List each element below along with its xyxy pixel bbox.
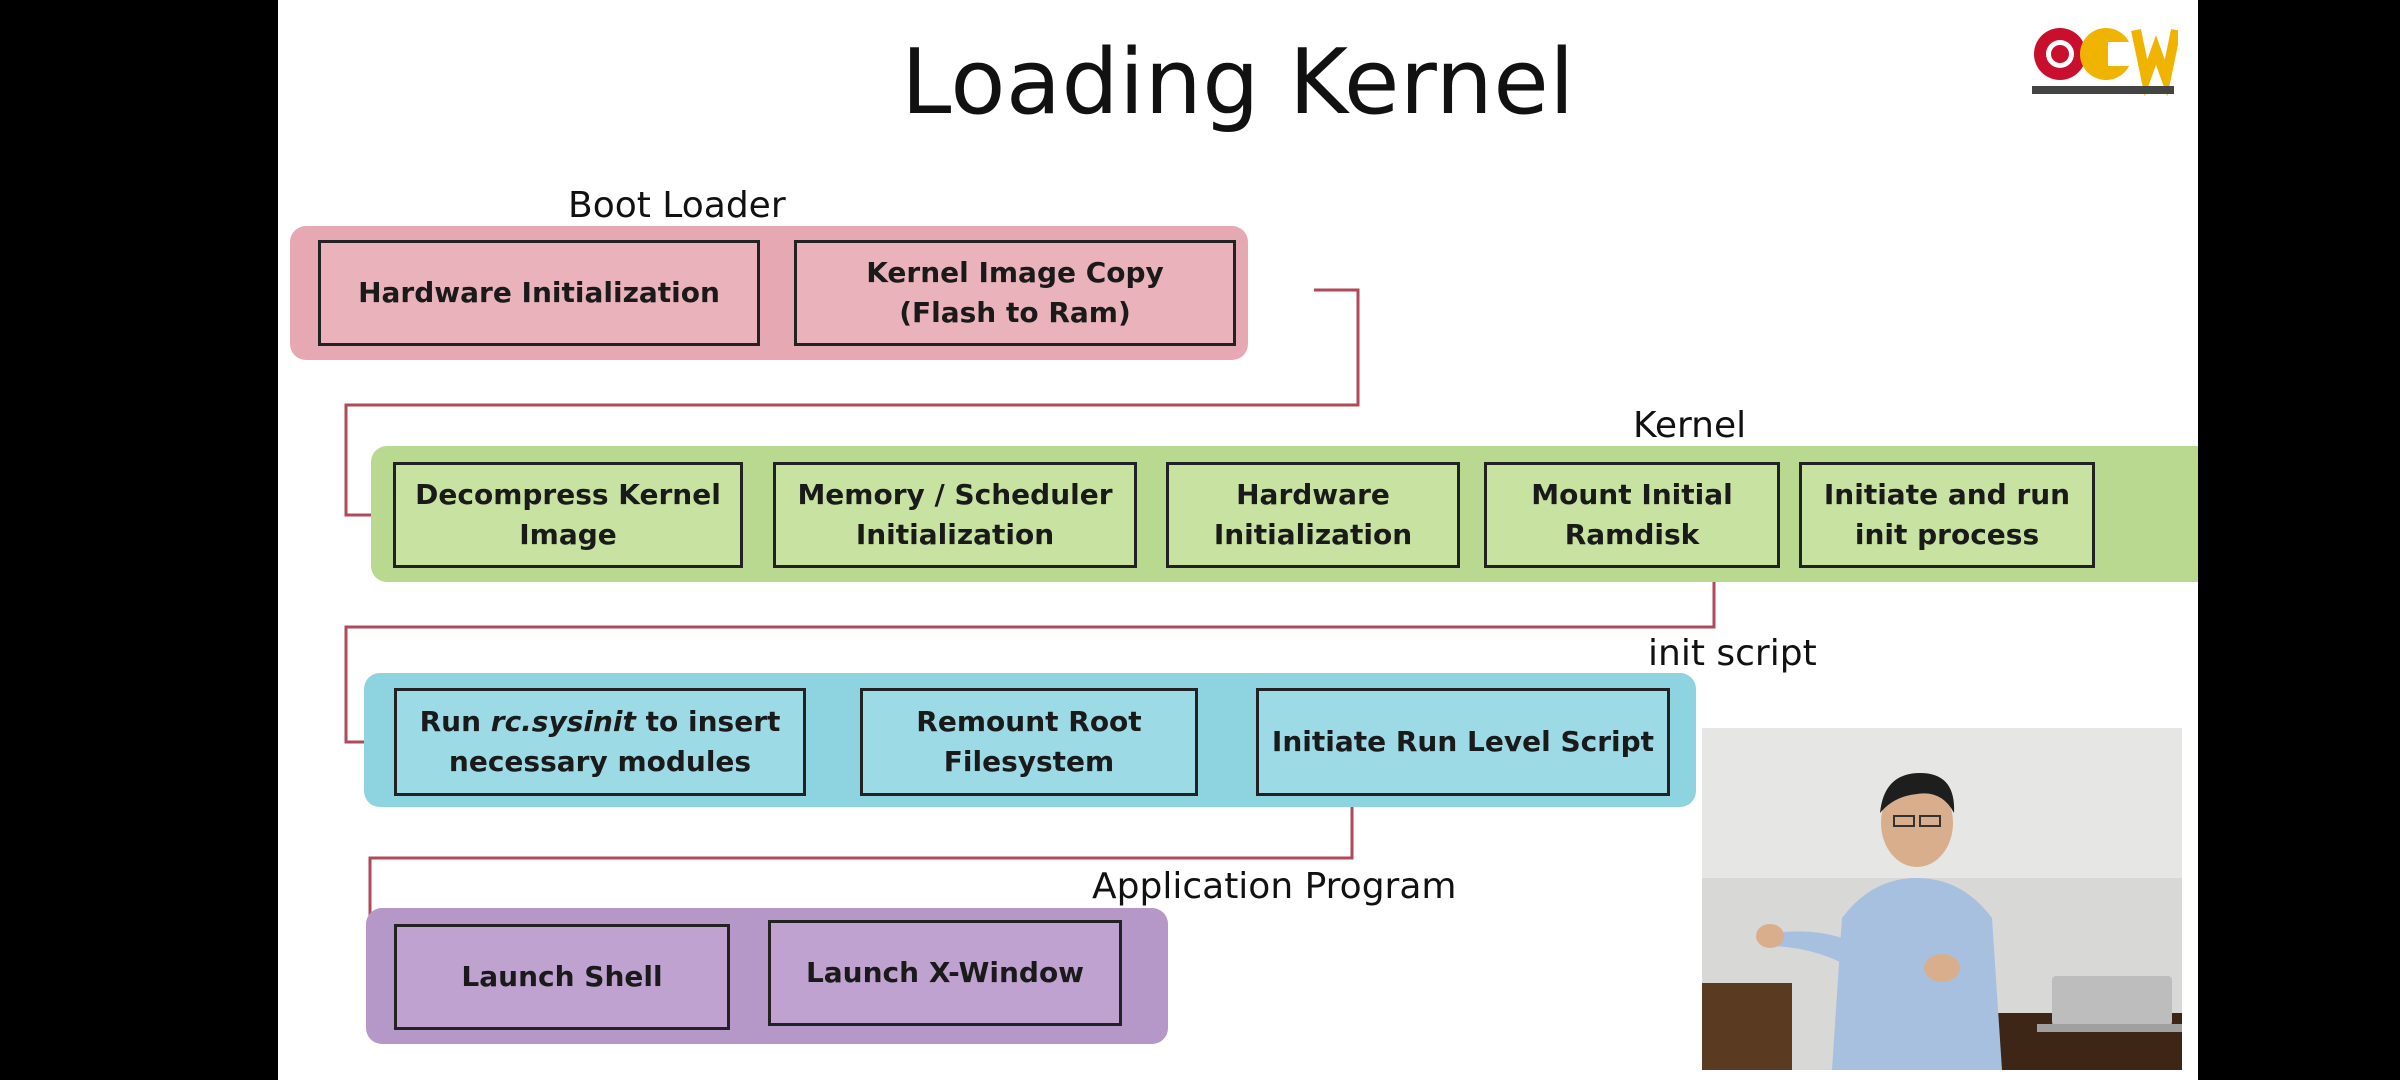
box-text-line: Mount Initial: [1531, 478, 1733, 511]
box-hardware-initialization: Hardware Initialization: [318, 240, 760, 346]
ocw-logo: [2032, 28, 2178, 97]
text-rc-sysinit: rc.sysinit: [490, 705, 636, 738]
box-text-line: Hardware Initialization: [358, 276, 720, 309]
box-initiate-run-init-process: Initiate and run init process: [1799, 462, 2095, 568]
group-label-application-program: Application Program: [1092, 866, 1457, 907]
box-text-line: Ramdisk: [1564, 518, 1700, 551]
box-run-rc-sysinit: Run rc.sysinit to insert necessary modul…: [394, 688, 806, 796]
box-memory-scheduler-initialization: Memory / Scheduler Initialization: [773, 462, 1137, 568]
box-text-line: Filesystem: [943, 745, 1115, 778]
group-label-kernel: Kernel: [1633, 405, 1747, 446]
box-mount-initial-ramdisk: Mount Initial Ramdisk: [1484, 462, 1780, 568]
box-initiate-run-level-script: Initiate Run Level Script: [1256, 688, 1670, 796]
box-text-line: necessary modules: [448, 745, 752, 778]
box-launch-shell: Launch Shell: [394, 924, 730, 1030]
box-text-line: Image: [519, 518, 617, 551]
box-text-line: (Flash to Ram): [899, 296, 1131, 329]
box-text-line: Memory / Scheduler: [797, 478, 1113, 511]
box-launch-x-window: Launch X-Window: [768, 920, 1122, 1026]
text-to-insert: to insert: [635, 705, 781, 738]
box-text-line: init process: [1854, 518, 2040, 551]
text-run: Run: [419, 705, 491, 738]
box-text-line: Hardware: [1236, 478, 1390, 511]
box-text-line: Initiate Run Level Script: [1271, 725, 1655, 758]
box-text-line: Initialization: [1213, 518, 1413, 551]
box-text-line: Initialization: [855, 518, 1055, 551]
box-kernel-image-copy: Kernel Image Copy (Flash to Ram): [794, 240, 1236, 346]
box-text-line: Launch Shell: [461, 960, 663, 993]
box-remount-root-filesystem: Remount Root Filesystem: [860, 688, 1198, 796]
box-decompress-kernel-image: Decompress Kernel Image: [393, 462, 743, 568]
box-text-line: Initiate and run: [1823, 478, 2071, 511]
group-label-init-script: init script: [1648, 633, 1817, 674]
slide-title: Loading Kernel: [901, 30, 1575, 135]
box-text-line: Run rc.sysinit to insert: [420, 702, 781, 742]
box-text-line: Decompress Kernel: [415, 478, 721, 511]
group-boot-loader: Hardware Initialization Kernel Image Cop…: [290, 226, 1248, 360]
box-kernel-hardware-initialization: Hardware Initialization: [1166, 462, 1460, 568]
group-label-boot-loader: Boot Loader: [568, 185, 786, 226]
presenter-video: [1702, 728, 2182, 1070]
box-text-line: Launch X-Window: [805, 956, 1085, 989]
presenter-video-image: [1702, 728, 2182, 1070]
box-text-line: Remount Root: [916, 705, 1142, 738]
slide: Loading Kernel Boot Loader Hardware Init…: [278, 0, 2198, 1080]
box-text-line: Kernel Image Copy: [866, 256, 1164, 289]
